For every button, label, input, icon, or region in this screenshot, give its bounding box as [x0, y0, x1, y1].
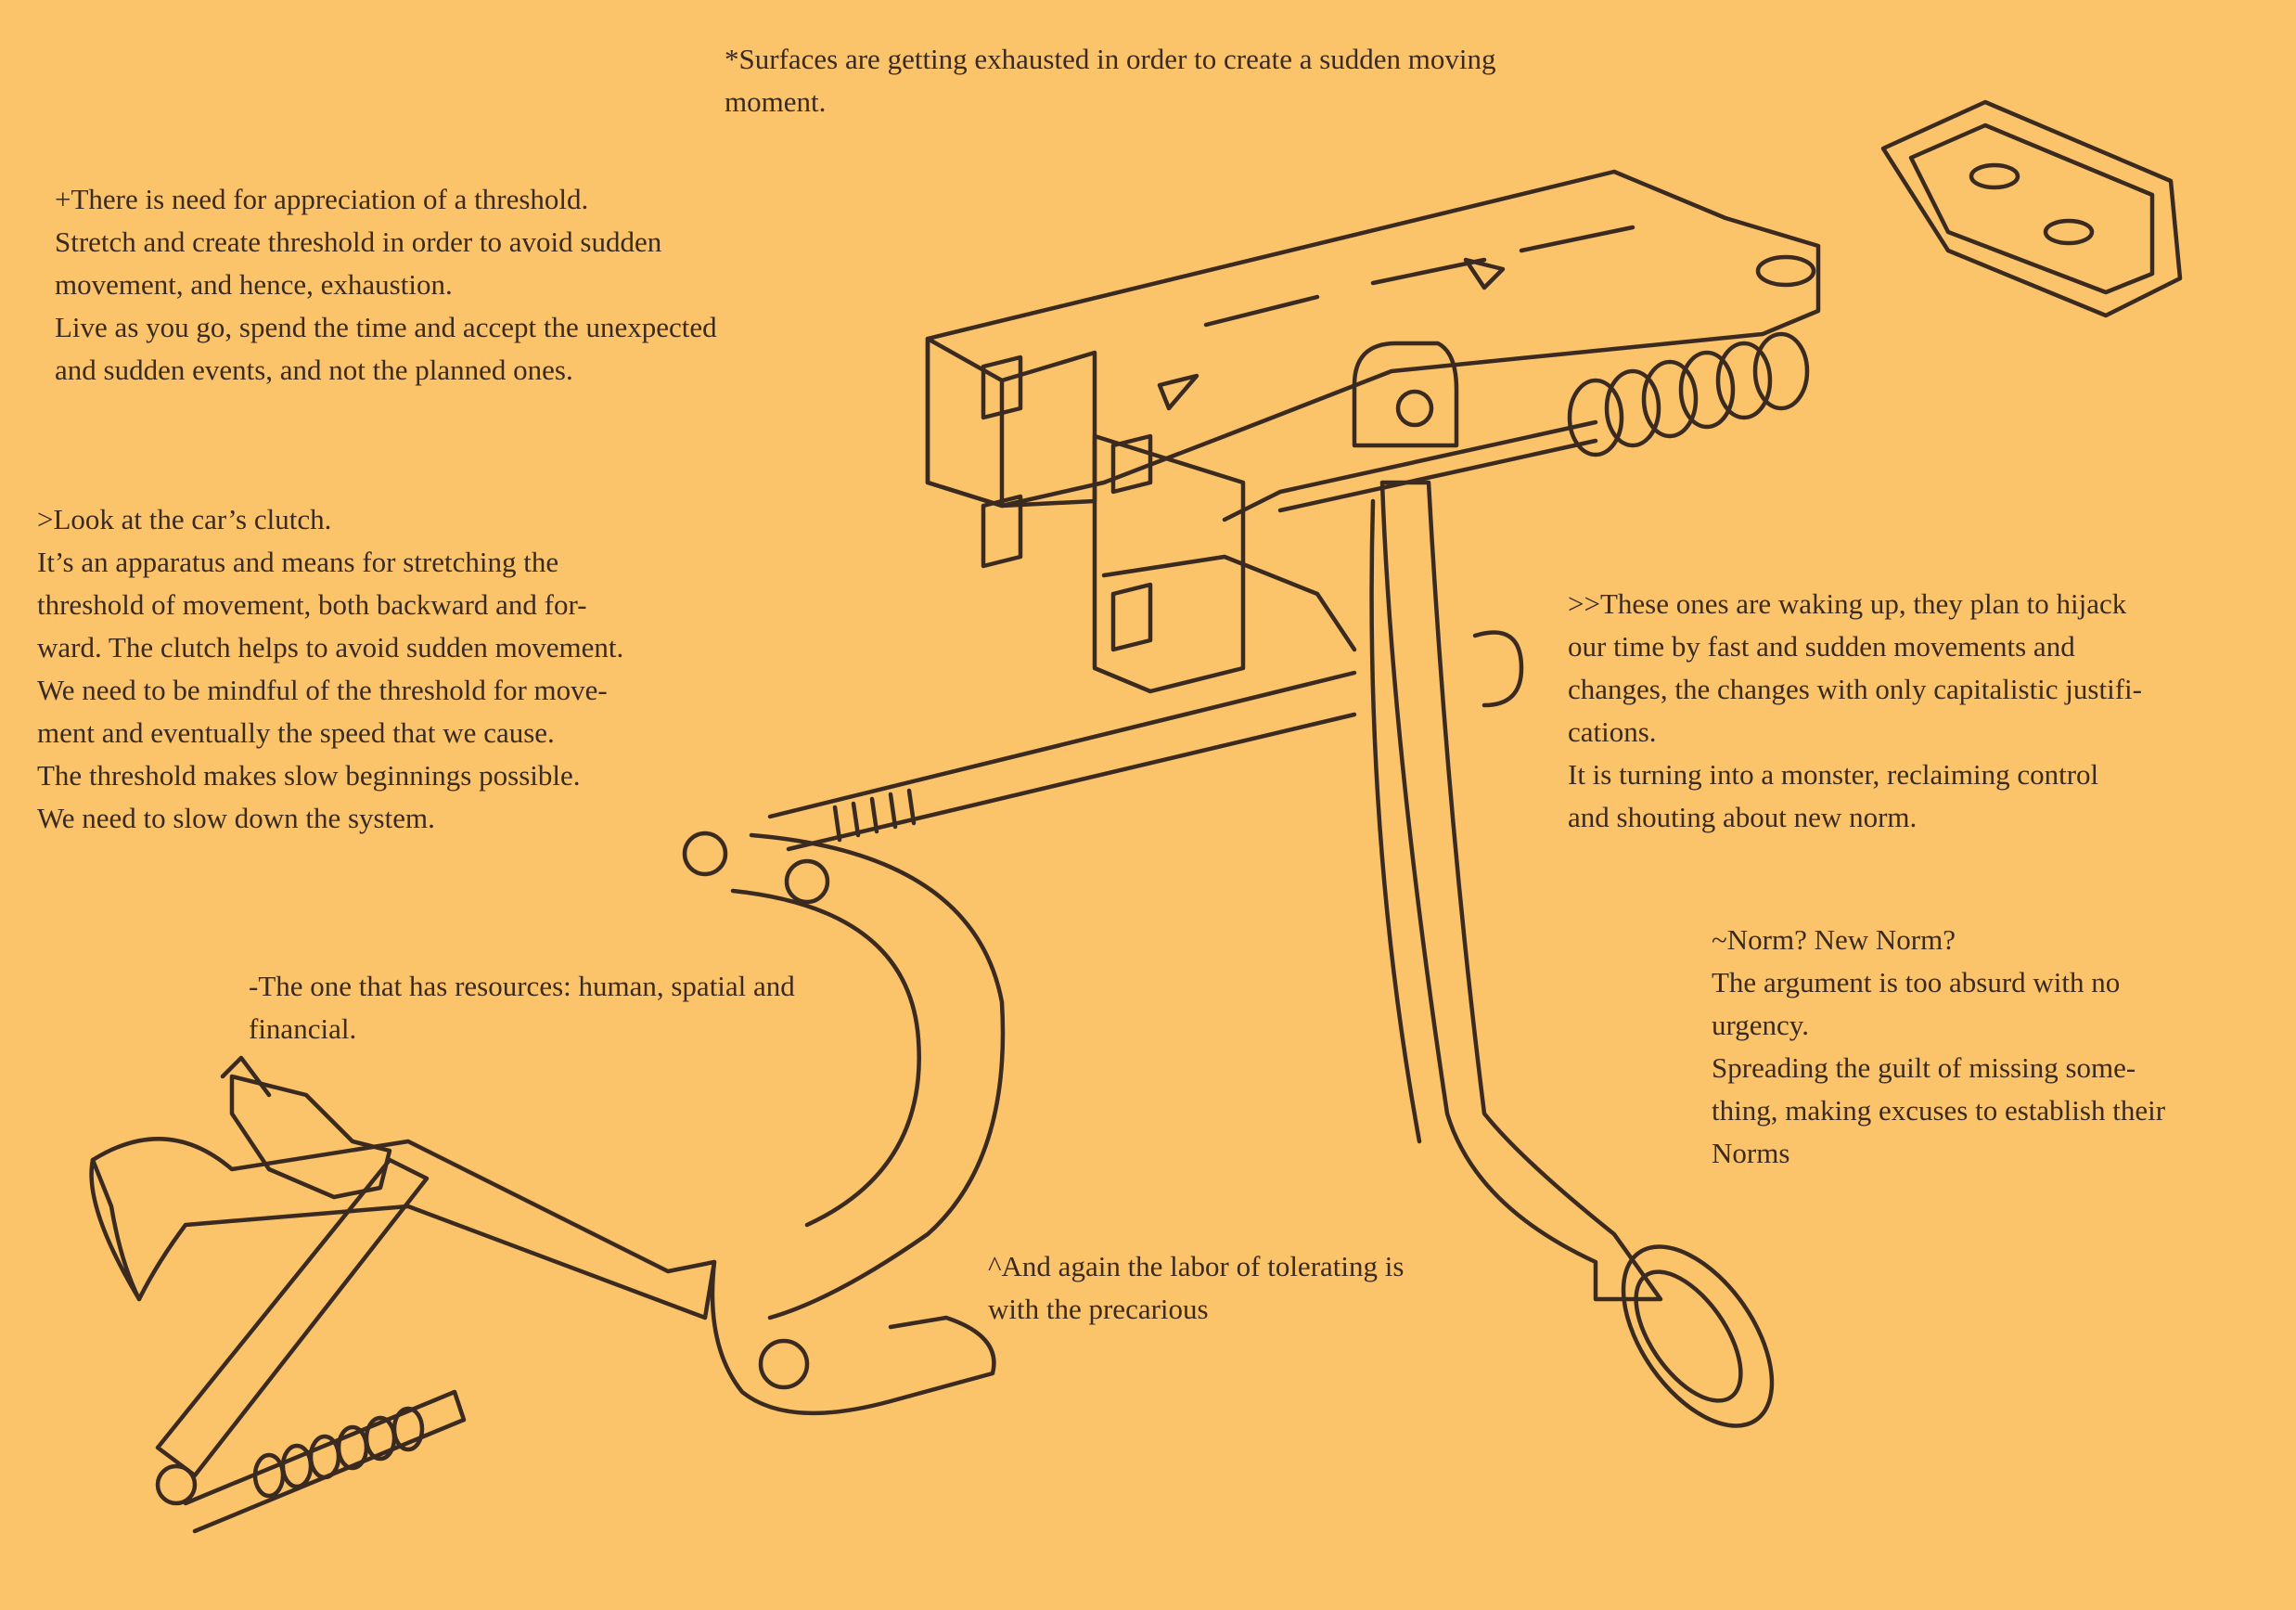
note-line: We need to be mindful of the threshold f…: [37, 674, 608, 706]
bracket-arrow-1: [1157, 373, 1199, 411]
top-pedal-oval-2: [2043, 218, 2095, 246]
note-line: The threshold makes slow beginnings poss…: [37, 759, 581, 792]
note-line: ment and eventually the speed that we ca…: [37, 716, 555, 749]
note-line: ward. The clutch helps to avoid sudden m…: [37, 631, 624, 663]
bracket-slot-4: [1110, 582, 1153, 652]
pedal-pad: [1621, 1244, 1775, 1428]
note-line: +There is need for appreciation of a thr…: [55, 183, 589, 215]
bracket-middle-plate: [1101, 554, 1357, 652]
push-rod: [767, 670, 1357, 852]
note-line: It is turning into a monster, reclaiming…: [1568, 758, 2099, 791]
note-line: *Surfaces are getting exhausted in order…: [725, 43, 1496, 75]
note-line: The argument is too absurd with no: [1712, 966, 2121, 998]
fork-tip: [220, 1055, 272, 1098]
note-line: threshold of movement, both backward and…: [37, 588, 587, 621]
pedal-tab: [1472, 630, 1524, 708]
note-line: It’s an apparatus and means for stretchi…: [37, 546, 559, 578]
note-line: with the precarious: [988, 1293, 1209, 1325]
note-line: Live as you go, spend the time and accep…: [55, 311, 717, 343]
note-line: changes, the changes with only capitalis…: [1568, 673, 2142, 705]
spring-rod: [1222, 419, 1598, 522]
note-line: movement, and hence, exhaustion.: [55, 268, 453, 301]
pivot-hub: [1352, 341, 1459, 448]
bracket-slot-2: [981, 494, 1023, 569]
fork-prong: [89, 1157, 142, 1302]
lower-fork-body: [90, 1137, 717, 1320]
arm-base: [710, 1259, 996, 1416]
push-rod-end: [682, 831, 728, 877]
pedal-arm-inner: [1369, 498, 1422, 1144]
arm-hole-bottom: [758, 1338, 810, 1390]
note-line: Spreading the guilt of missing some-: [1712, 1051, 2136, 1084]
pivot-hole: [1395, 389, 1434, 428]
note-line: cations.: [1568, 715, 1657, 748]
note-clutch: >Look at the car’s clutch. It’s an appara…: [37, 498, 623, 840]
bracket-oval: [1755, 254, 1816, 288]
note-line: urgency.: [1712, 1009, 1810, 1041]
top-pedal-pad: [1880, 99, 2183, 318]
pedal-pad-inner: [1634, 1269, 1743, 1403]
note-norm: ~Norm? New Norm? The argument is too absu…: [1712, 919, 2165, 1175]
lower-curved-arm: [730, 832, 1006, 1320]
return-spring: [1567, 331, 1810, 457]
fork-lever: [183, 1389, 467, 1534]
note-labor: ^And again the labor of tolerating is wit…: [988, 1245, 1404, 1331]
arm-hole-top: [784, 858, 830, 905]
bracket-front-plate: [999, 350, 1097, 509]
top-pedal-pad-inner: [1908, 122, 2155, 295]
fork-pivot: [155, 1463, 198, 1506]
note-line: >Look at the car’s clutch.: [37, 503, 332, 535]
note-threshold: +There is need for appreciation of a thr…: [55, 178, 717, 392]
note-resources: -The one that has resources: human, spat…: [249, 965, 795, 1050]
note-line: ^And again the labor of tolerating is: [988, 1250, 1405, 1282]
note-line: thing, making excuses to establish their: [1712, 1094, 2166, 1127]
bracket-slot-1: [981, 354, 1023, 420]
note-line: ~Norm? New Norm?: [1712, 923, 1956, 956]
note-line: >>These ones are waking up, they plan to…: [1568, 587, 2127, 620]
note-line: -The one that has resources: human, spat…: [249, 970, 795, 1002]
note-line: Norms: [1712, 1137, 1790, 1169]
bracket-top-outline: [925, 169, 1821, 509]
note-line: and sudden events, and not the planned o…: [55, 354, 573, 386]
fork-shaft: [229, 1074, 392, 1200]
bracket-lower-block: [1092, 433, 1246, 694]
bracket-slot-3: [1110, 433, 1153, 495]
note-line: moment.: [725, 85, 827, 118]
note-surfaces: *Surfaces are getting exhausted in order…: [725, 38, 1496, 123]
push-rod-threads: [832, 788, 917, 843]
note-waking: >>These ones are waking up, they plan to…: [1568, 583, 2142, 839]
bracket-dash-line: [1203, 225, 1635, 328]
note-line: our time by fast and sudden movements an…: [1568, 630, 2075, 663]
note-line: Stretch and create threshold in order to…: [55, 225, 662, 258]
top-pedal-oval-1: [1969, 162, 2020, 190]
pedal-arm: [1379, 480, 1663, 1302]
note-line: financial.: [249, 1012, 357, 1045]
bracket-arrow-2: [1463, 257, 1506, 290]
note-line: and shouting about new norm.: [1568, 801, 1918, 833]
lower-spring: [252, 1406, 425, 1499]
note-line: We need to slow down the system.: [37, 802, 435, 834]
